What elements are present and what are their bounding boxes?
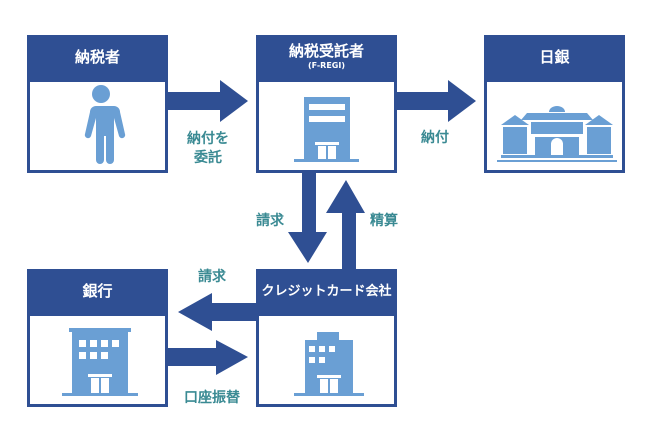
node-header: 納税者 <box>27 35 168 82</box>
arrow-collector-to-card <box>288 173 327 263</box>
node-header: 銀行 <box>27 269 168 316</box>
node-collector: 納税受託者 (F-REGI) <box>256 35 397 173</box>
node-title: クレジットカード会社 <box>261 284 392 299</box>
arrow-card-to-bank <box>178 293 256 331</box>
node-title: 銀行 <box>82 282 113 300</box>
label-billing-to-card: 請求 <box>256 213 284 229</box>
node-title: 日銀 <box>539 48 570 66</box>
arrow-bank-to-card <box>168 340 248 375</box>
arrow-card-to-collector <box>326 180 365 269</box>
person-icon <box>84 85 126 164</box>
label-line: 委託 <box>194 150 222 166</box>
label-billing-to-bank: 請求 <box>198 269 226 285</box>
node-bank: 銀行 <box>27 269 168 407</box>
node-header: 納税受託者 (F-REGI) <box>256 35 397 82</box>
node-boj: 日銀 <box>484 35 625 173</box>
label-settlement: 精算 <box>370 213 398 229</box>
company-building-icon <box>294 332 364 396</box>
office-building-icon <box>294 97 359 162</box>
label-payment: 納付 <box>421 130 449 146</box>
node-header: 日銀 <box>484 35 625 82</box>
bank-building-icon <box>62 328 138 396</box>
central-bank-icon <box>497 106 617 162</box>
label-account-transfer: 口座振替 <box>184 390 240 406</box>
node-header: クレジットカード会社 <box>256 269 397 316</box>
arrow-taxpayer-to-collector <box>168 80 248 122</box>
label-entrust-payment: 納付を 委託 <box>178 130 238 168</box>
node-subtitle: (F-REGI) <box>307 61 346 70</box>
node-title: 納税者 <box>74 48 120 66</box>
arrow-collector-to-boj <box>396 80 476 122</box>
node-card-company: クレジットカード会社 <box>256 269 397 407</box>
node-taxpayer: 納税者 <box>27 35 168 173</box>
node-title: 納税受託者 <box>288 42 364 60</box>
label-line: 納付を <box>187 131 229 147</box>
